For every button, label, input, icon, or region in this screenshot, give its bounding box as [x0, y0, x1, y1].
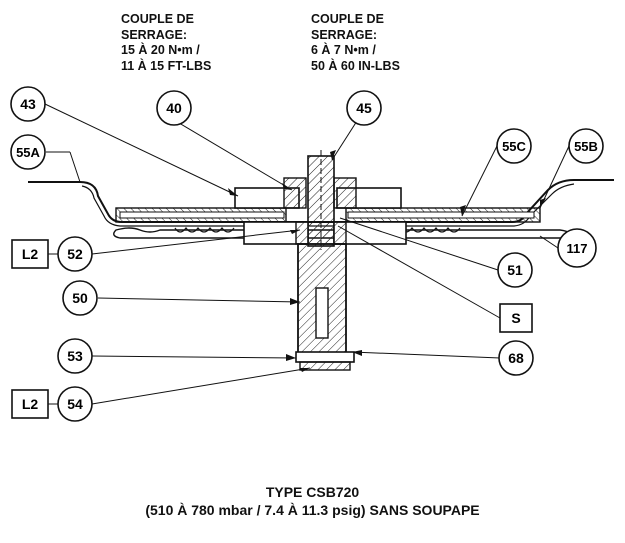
torque-note-right: COUPLE DE SERRAGE: 6 À 7 N•m / 50 À 60 I… [311, 12, 400, 74]
caption-title: TYPE CSB720 [265, 484, 360, 500]
callout-55c: 55C [496, 128, 532, 164]
callout-s: S [499, 303, 533, 333]
diaphragm [113, 227, 571, 239]
torque-left-line3: 15 À 20 N•m / [121, 43, 200, 57]
callout-51-text: 51 [507, 262, 523, 278]
pin-53 [295, 351, 355, 363]
callout-50: 50 [62, 280, 98, 316]
callout-54-text: 54 [67, 396, 83, 412]
torque-left-line2: SERRAGE: [121, 27, 187, 42]
callout-117-text: 117 [567, 241, 588, 256]
torque-right-line2: SERRAGE: [311, 27, 377, 42]
lower-hub [295, 221, 347, 245]
callout-45: 45 [346, 90, 382, 126]
callout-s-text: S [511, 310, 520, 326]
torque-right-line1: COUPLE DE [311, 12, 384, 26]
torque-left-line4: 11 À 15 FT-LBS [121, 58, 212, 73]
l2-top-text: L2 [22, 246, 39, 262]
leader-arrows [228, 150, 546, 372]
callout-55b: 55B [568, 128, 604, 164]
torque-right-line4: 50 À 60 IN-LBS [311, 58, 400, 73]
callout-40: 40 [156, 90, 192, 126]
l2-box-bottom: L2 [11, 389, 58, 419]
l2-box-top: L2 [11, 239, 58, 269]
callout-117: 117 [557, 228, 597, 268]
callout-45-text: 45 [356, 100, 372, 116]
callout-43: 43 [10, 86, 46, 122]
callout-55a-text: 55A [16, 145, 40, 160]
callout-54: 54 [57, 386, 93, 422]
nut-40-right [333, 177, 357, 209]
torque-note-left: COUPLE DE SERRAGE: 15 À 20 N•m / 11 À 15… [121, 12, 211, 74]
callout-68: 68 [498, 340, 534, 376]
callout-55a: 55A [10, 134, 46, 170]
lever-slot [315, 287, 329, 339]
l2-bottom-text: L2 [22, 396, 39, 412]
caption-subtitle: (510 À 780 mbar / 7.4 À 11.3 psig) SANS … [145, 502, 480, 518]
leader-lines [44, 103, 570, 405]
upper-plate-left [119, 211, 285, 219]
callout-50-text: 50 [72, 290, 88, 306]
torque-right-line3: 6 À 7 N•m / [311, 43, 376, 57]
callout-55b-text: 55B [574, 139, 598, 154]
callout-52: 52 [57, 236, 93, 272]
callout-53-text: 53 [67, 348, 83, 364]
callout-55c-text: 55C [502, 139, 526, 154]
callout-68-text: 68 [508, 350, 524, 366]
torque-left-line1: COUPLE DE [121, 12, 194, 26]
diaphragm-wave-right [399, 227, 461, 233]
pin-cap-68 [299, 361, 351, 371]
callout-51: 51 [497, 252, 533, 288]
callout-53: 53 [57, 338, 93, 374]
callout-52-text: 52 [67, 246, 83, 262]
nut-40-left [283, 177, 307, 209]
diaphragm-wave-left [174, 227, 235, 233]
callout-43-text: 43 [20, 96, 36, 112]
upper-plate-right [347, 211, 535, 219]
callout-40-text: 40 [166, 100, 182, 116]
